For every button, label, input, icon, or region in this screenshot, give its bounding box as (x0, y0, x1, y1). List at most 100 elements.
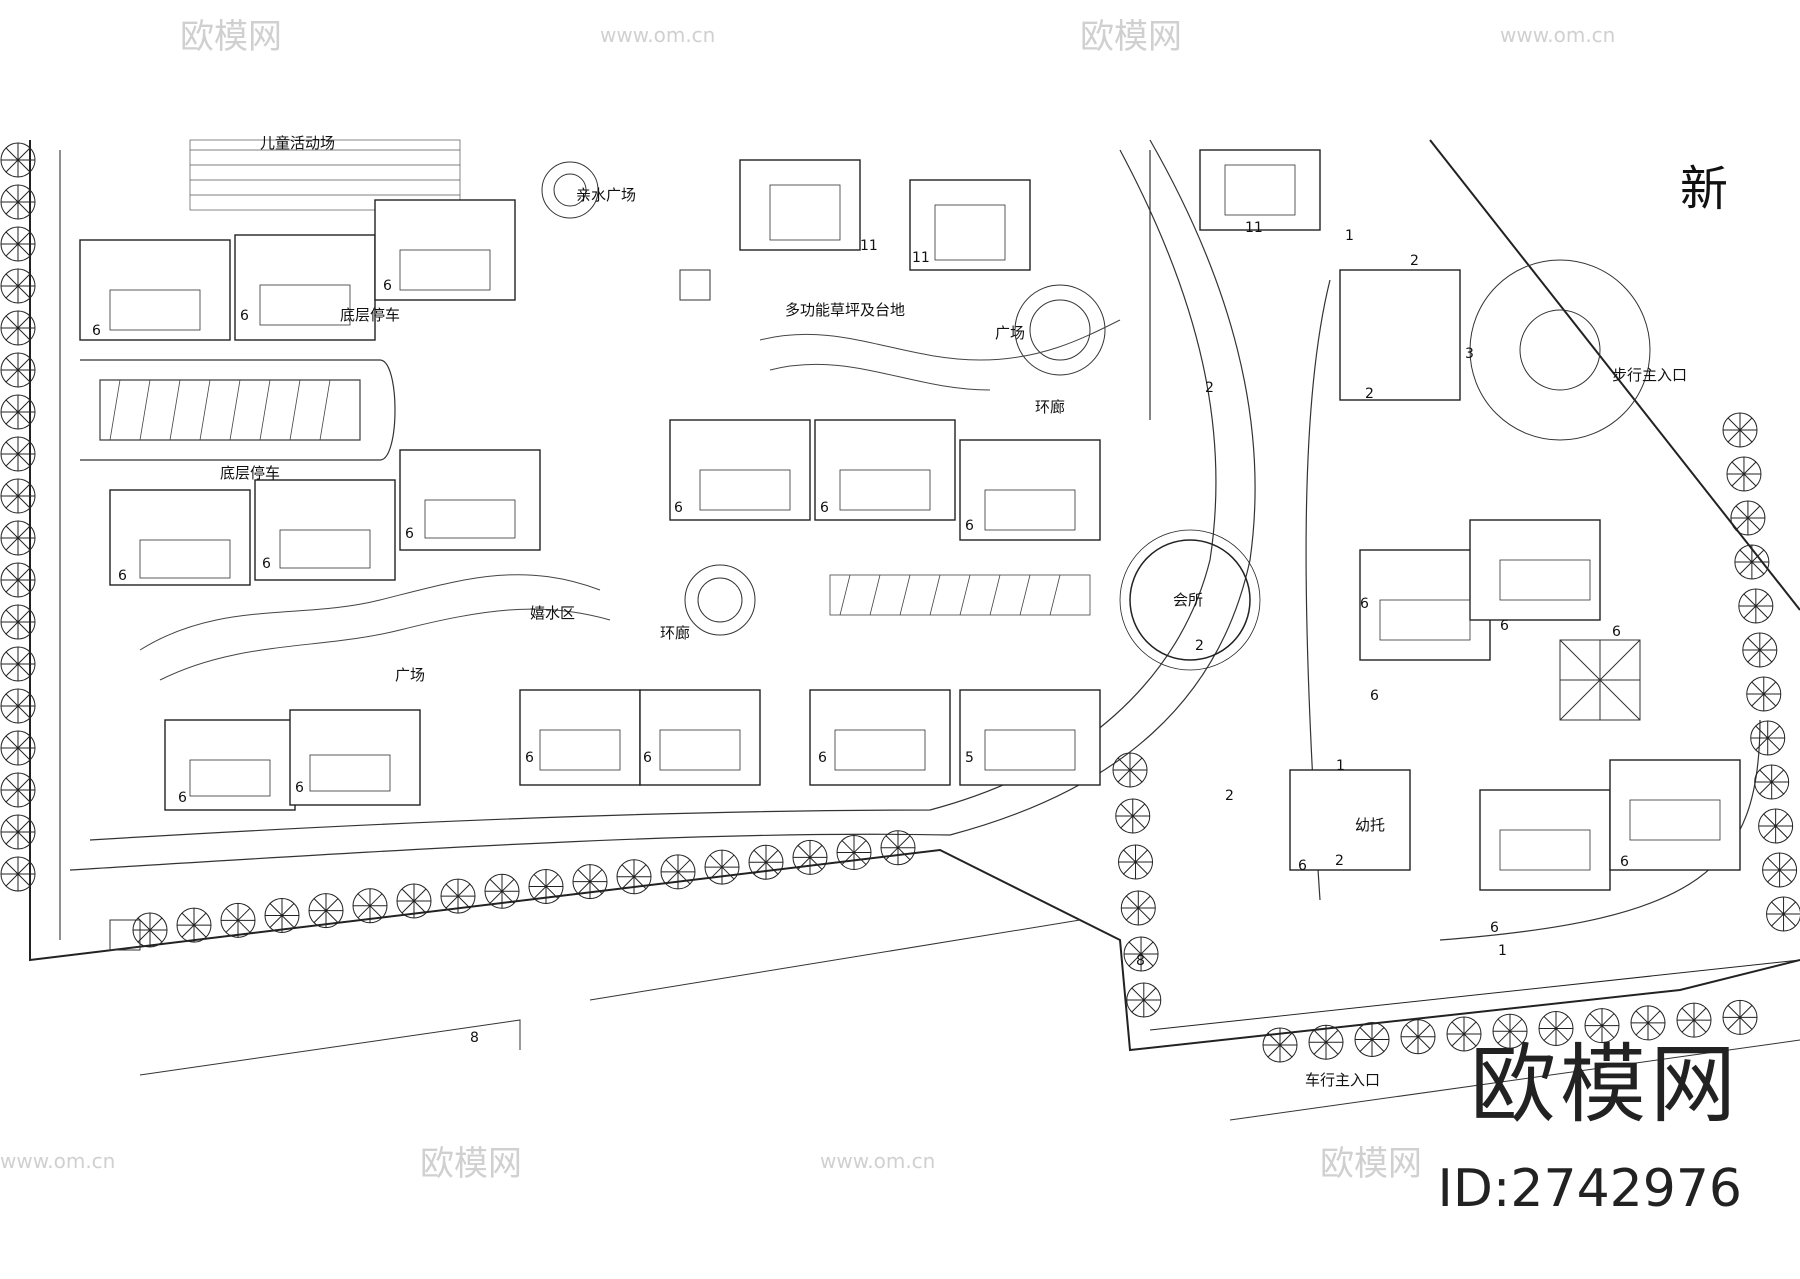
tree-icon-branches (1, 395, 35, 429)
watermark-site: www.om.cn (0, 1149, 115, 1173)
parking-lot (99, 379, 1091, 616)
site-boundary (29, 139, 1800, 1052)
tree-icon-branches (1, 269, 35, 303)
tree-icon-branches (1754, 765, 1789, 799)
tree-icon-branches (1631, 1005, 1665, 1040)
floor-number: 6 (818, 750, 827, 766)
floor-number: 2 (1225, 788, 1234, 804)
tree-icon-branches (1309, 1025, 1343, 1060)
tree-icon-branches (705, 850, 739, 885)
tree-icon-branches (1, 773, 35, 807)
tree-icon-branches (1401, 1019, 1435, 1054)
tree-icon-branches (1766, 897, 1800, 931)
floor-number: 1 (1345, 228, 1354, 244)
tree-icon-branches (485, 874, 519, 909)
floor-number-markers: 6 6 6 6 6 6 6 6 6 6 6 6 6 6 6 6 5 6 6 6 … (92, 220, 1629, 1046)
water-features (139, 319, 1121, 681)
floor-number: 6 (1360, 596, 1369, 612)
floor-number: 6 (1620, 854, 1629, 870)
tree-icon-branches (1, 689, 35, 723)
tree-icon-branches (353, 888, 387, 923)
tree-icon-branches (1, 311, 35, 345)
tree-icon-branches (1723, 413, 1757, 447)
label-corridor: 环廊 (660, 624, 690, 642)
floor-number: 6 (525, 750, 534, 766)
tree-icon-branches (1734, 545, 1769, 579)
tree-icon-branches (1, 605, 35, 639)
tree-icon-branches (1723, 1000, 1757, 1035)
watermark-layer: 欧模网 www.om.cn 欧模网 www.om.cn 欧模网 www.om.c… (0, 17, 1615, 1184)
tree-icon-branches (1750, 721, 1785, 755)
tree-icon-branches (1, 143, 35, 177)
tree-icon-branches (177, 908, 211, 943)
tree-icon-branches (1124, 937, 1159, 971)
watermark-brand: 欧模网 (180, 17, 282, 57)
residential-buildings (79, 149, 1741, 891)
watermark-id: ID:2742976 (1437, 1159, 1742, 1219)
tree-icon-branches (1730, 501, 1765, 535)
tree-icon-branches (1677, 1003, 1711, 1038)
floor-number: 6 (295, 780, 304, 796)
tree-icon-branches (1447, 1016, 1481, 1051)
tree-icon-branches (1126, 983, 1161, 1017)
label-kindergarten: 幼托 (1355, 816, 1385, 834)
floor-number: 6 (1490, 920, 1499, 936)
floor-number: 6 (92, 323, 101, 339)
tree-icon-branches (749, 845, 783, 880)
tree-icon-branches (1493, 1014, 1527, 1049)
tree-icon-branches (1121, 891, 1156, 925)
label-corridor: 环廊 (1035, 398, 1065, 416)
floor-number: 2 (1410, 253, 1419, 269)
tree-icon-branches (1, 857, 35, 891)
floor-number: 6 (643, 750, 652, 766)
floor-number: 6 (1370, 688, 1379, 704)
floor-number: 11 (1245, 220, 1263, 236)
plaza-features (109, 161, 1651, 951)
floor-number: 8 (1136, 953, 1145, 969)
floor-number: 2 (1365, 386, 1374, 402)
tree-icon-branches (1, 521, 35, 555)
watermark-site: www.om.cn (1500, 23, 1615, 47)
floor-number: 6 (820, 500, 829, 516)
floor-number: 6 (674, 500, 683, 516)
tree-icon-branches (1, 815, 35, 849)
floor-number: 2 (1195, 638, 1204, 654)
area-labels: 儿童活动场 底层停车 底层停车 亲水广场 多功能草坪及台地 广场 广场 环廊 环… (220, 134, 1728, 1089)
tree-icon-branches (1539, 1011, 1573, 1046)
label-water-play: 嬉水区 (530, 604, 575, 622)
tree-icon-branches (1746, 677, 1781, 711)
external-roads (139, 919, 1800, 1121)
children-area (189, 139, 461, 211)
floor-number: 11 (860, 238, 878, 254)
floor-number: 6 (1298, 858, 1307, 874)
tree-icon-branches (881, 830, 915, 865)
tree-icon-branches (309, 893, 343, 928)
tree-icon-branches (1585, 1008, 1619, 1043)
tree-icon-branches (837, 835, 871, 870)
label-plaza: 广场 (995, 324, 1025, 342)
floor-number: 5 (965, 750, 974, 766)
tree-icon-branches (529, 869, 563, 904)
tree-icon-branches (1263, 1028, 1297, 1062)
floor-number: 2 (1205, 380, 1214, 396)
tree-icon-branches (793, 840, 827, 875)
label-plaza: 广场 (395, 666, 425, 684)
watermark-brand: 欧模网 (1080, 17, 1182, 57)
watermark-brand: 欧模网 (1320, 1144, 1422, 1184)
tree-icon-branches (1762, 853, 1797, 887)
clubhouse-structure (1119, 529, 1261, 671)
tree-row (0, 142, 1800, 1063)
tree-icon-branches (573, 864, 607, 899)
floor-number: 6 (1612, 624, 1621, 640)
floor-number: 6 (262, 556, 271, 572)
label-ground-parking: 底层停车 (220, 464, 280, 482)
tree-icon-branches (1118, 845, 1153, 879)
tree-icon-branches (397, 883, 431, 918)
floor-number: 2 (1335, 853, 1344, 869)
label-waterside-plaza: 亲水广场 (576, 186, 636, 204)
tree-icon-branches (221, 903, 255, 938)
tree-icon-branches (1, 353, 35, 387)
tree-icon-branches (1726, 457, 1761, 491)
building-hatch (109, 164, 1721, 871)
